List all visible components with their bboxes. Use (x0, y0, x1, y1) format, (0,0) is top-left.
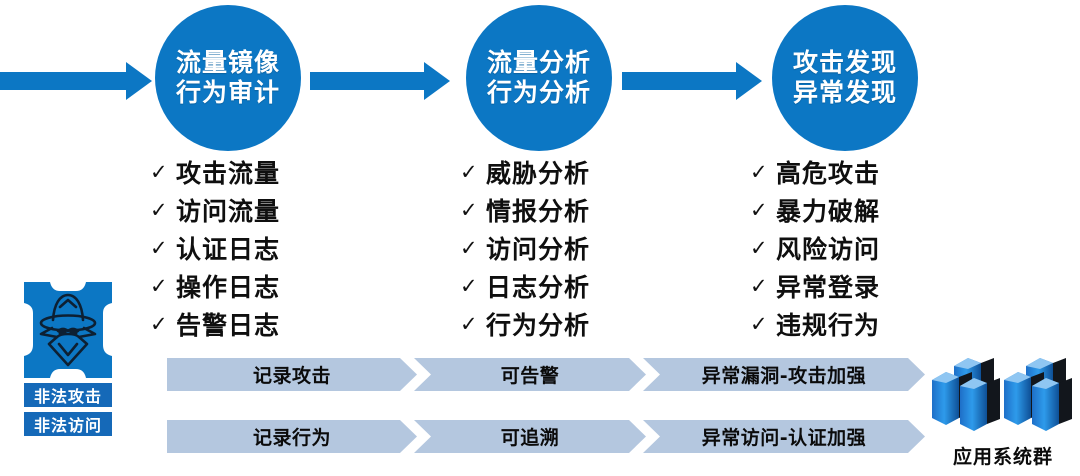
list-item-label: 访问流量 (176, 197, 281, 226)
stage-circle-2-line2: 行为分析 (486, 78, 591, 107)
list-item: ✓ 异常登录 (750, 267, 880, 305)
stage-circle-2-line1: 流量分析 (486, 47, 591, 77)
list-item-label: 威胁分析 (486, 159, 591, 188)
check-icon: ✓ (750, 159, 768, 184)
illegal-source-group: 非法攻击 非法访问 (14, 282, 122, 436)
band-step[interactable]: 可追溯 (414, 420, 646, 453)
illegal-attack-tag: 非法攻击 (24, 383, 112, 407)
arrow-head (736, 62, 762, 100)
list-item: ✓ 高危攻击 (750, 153, 880, 191)
stage-circle-1-line1: 流量镜像 (175, 47, 280, 77)
stage-3-checklist: ✓ 高危攻击 ✓ 暴力破解 ✓ 风险访问 ✓ 异常登录 ✓ 违规行为 (750, 153, 880, 343)
list-item-label: 异常登录 (776, 273, 881, 302)
hacker-icon (24, 282, 112, 378)
list-item-label: 访问分析 (486, 235, 591, 264)
arrow-stage-2-to-3 (622, 62, 762, 100)
list-item: ✓ 访问流量 (150, 191, 280, 229)
server-group-label: 应用系统群 (952, 446, 1053, 468)
band-step[interactable]: 异常访问-认证加强 (643, 420, 925, 453)
stage-circle-3[interactable]: 攻击发现 异常发现 (772, 5, 918, 151)
band-step-label: 可告警 (500, 365, 560, 387)
list-item-label: 风险访问 (776, 235, 881, 264)
stage-2-checklist: ✓ 威胁分析 ✓ 情报分析 ✓ 访问分析 ✓ 日志分析 ✓ 行为分析 (460, 153, 590, 343)
band-step-label: 记录攻击 (252, 365, 331, 387)
list-item: ✓ 行为分析 (460, 305, 590, 343)
list-item: ✓ 日志分析 (460, 267, 590, 305)
attack-band: 记录攻击 可告警 异常漏洞-攻击加强 (167, 358, 925, 391)
band-step-label: 异常访问-认证加强 (701, 427, 867, 449)
list-item-label: 告警日志 (176, 311, 281, 340)
check-icon: ✓ (150, 159, 168, 184)
band-step-label: 记录行为 (252, 427, 331, 449)
list-item-label: 行为分析 (486, 311, 591, 340)
check-icon: ✓ (750, 273, 768, 298)
server-group-icon (932, 358, 1072, 431)
hacker-badge (14, 282, 122, 378)
list-item: ✓ 告警日志 (150, 305, 280, 343)
list-item-label: 攻击流量 (176, 159, 281, 188)
arrow-head (424, 62, 450, 100)
band-step[interactable]: 记录攻击 (167, 358, 417, 391)
band-step[interactable]: 异常漏洞-攻击加强 (643, 358, 925, 391)
stage-circle-2[interactable]: 流量分析 行为分析 (466, 5, 612, 151)
list-item: ✓ 情报分析 (460, 191, 590, 229)
behavior-band: 记录行为 可追溯 异常访问-认证加强 (167, 420, 925, 453)
stage-circle-3-line1: 攻击发现 (792, 47, 897, 77)
application-system-group: 应用系统群 (930, 356, 1076, 469)
list-item-label: 高危攻击 (776, 159, 881, 188)
arrow-shaft (310, 72, 424, 90)
arrow-shaft (622, 72, 736, 90)
list-item: ✓ 认证日志 (150, 229, 280, 267)
check-icon: ✓ (150, 311, 168, 336)
arrow-into-stage-1 (0, 62, 152, 100)
list-item: ✓ 违规行为 (750, 305, 880, 343)
check-icon: ✓ (460, 273, 478, 298)
list-item-label: 认证日志 (176, 235, 281, 264)
illegal-access-tag: 非法访问 (24, 412, 112, 436)
list-item: ✓ 操作日志 (150, 267, 280, 305)
arrow-head (126, 62, 152, 100)
band-step-label: 可追溯 (500, 427, 560, 449)
band-step[interactable]: 可告警 (414, 358, 646, 391)
list-item-label: 暴力破解 (776, 197, 881, 226)
list-item-label: 日志分析 (486, 273, 591, 302)
check-icon: ✓ (150, 273, 168, 298)
band-step-label: 异常漏洞-攻击加强 (701, 365, 867, 387)
list-item-label: 违规行为 (776, 311, 881, 340)
check-icon: ✓ (460, 311, 478, 336)
arrow-shaft (0, 72, 126, 90)
check-icon: ✓ (460, 197, 478, 222)
stage-circle-1-line2: 行为审计 (175, 78, 280, 107)
check-icon: ✓ (750, 197, 768, 222)
list-item: ✓ 威胁分析 (460, 153, 590, 191)
check-icon: ✓ (460, 235, 478, 260)
check-icon: ✓ (460, 159, 478, 184)
check-icon: ✓ (150, 235, 168, 260)
stage-1-checklist: ✓ 攻击流量 ✓ 访问流量 ✓ 认证日志 ✓ 操作日志 ✓ 告警日志 (150, 153, 280, 343)
check-icon: ✓ (750, 235, 768, 260)
stage-circle-3-line2: 异常发现 (792, 78, 897, 107)
list-item: ✓ 风险访问 (750, 229, 880, 267)
list-item: ✓ 攻击流量 (150, 153, 280, 191)
list-item: ✓ 暴力破解 (750, 191, 880, 229)
stage-circle-1[interactable]: 流量镜像 行为审计 (155, 5, 301, 151)
list-item-label: 情报分析 (486, 197, 591, 226)
list-item-label: 操作日志 (176, 273, 281, 302)
arrow-stage-1-to-2 (310, 62, 450, 100)
band-step[interactable]: 记录行为 (167, 420, 417, 453)
list-item: ✓ 访问分析 (460, 229, 590, 267)
check-icon: ✓ (150, 197, 168, 222)
check-icon: ✓ (750, 311, 768, 336)
